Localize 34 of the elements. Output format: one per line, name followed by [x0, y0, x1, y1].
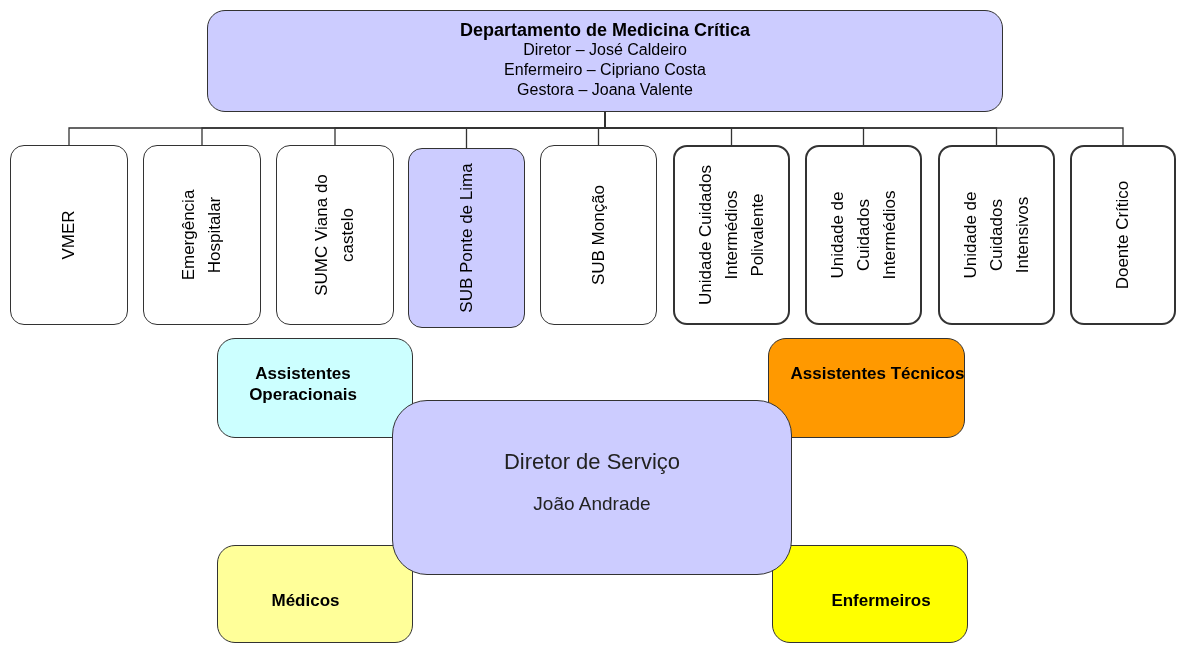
staff-box: [768, 338, 965, 438]
unit-name: Unidade de Cuidados Intermédios: [826, 189, 900, 282]
staff-line: Enfermeiro – Cipriano Costa: [504, 60, 706, 80]
unit-name: Unidade de Cuidados Intensivos: [959, 190, 1033, 281]
group-name: Assistentes Técnicos: [789, 363, 966, 384]
unit-box: [673, 145, 790, 325]
department-box: [207, 10, 1003, 112]
unit-name: VMER: [58, 209, 79, 262]
unit-name: Emergência Hospitalar: [178, 188, 225, 283]
director-box: [392, 400, 792, 575]
unit-name: Doente Crítico: [1112, 179, 1133, 292]
staff-box: [217, 338, 413, 438]
staff-box: [772, 545, 968, 643]
staff-box: [217, 545, 413, 643]
staff-line: Diretor – José Caldeiro: [523, 40, 687, 60]
unit-box: [540, 145, 657, 325]
group-name: Enfermeiros: [830, 590, 932, 611]
unit-box: [276, 145, 394, 325]
unit-name: SUMC Viana do castelo: [311, 173, 358, 298]
unit-box: [1070, 145, 1176, 325]
group-name: Assistentes Operacionais: [248, 363, 358, 405]
group-name: Médicos: [270, 590, 341, 611]
unit-name: SUB Ponte de Lima: [455, 163, 477, 313]
role-title: Diretor de Serviço: [503, 449, 681, 475]
unit-box: [938, 145, 1055, 325]
person-name: João Andrade: [533, 493, 651, 515]
unit-box: [408, 148, 525, 328]
unit-box: [805, 145, 922, 325]
unit-name: Unidade Cuidados Intermédios Polivalente: [694, 164, 768, 307]
unit-box: [10, 145, 128, 325]
staff-line: Gestora – Joana Valente: [517, 80, 693, 100]
department-title: Departamento de Medicina Crítica: [459, 20, 751, 40]
unit-box: [143, 145, 261, 325]
unit-name: SUB Monção: [587, 183, 609, 288]
